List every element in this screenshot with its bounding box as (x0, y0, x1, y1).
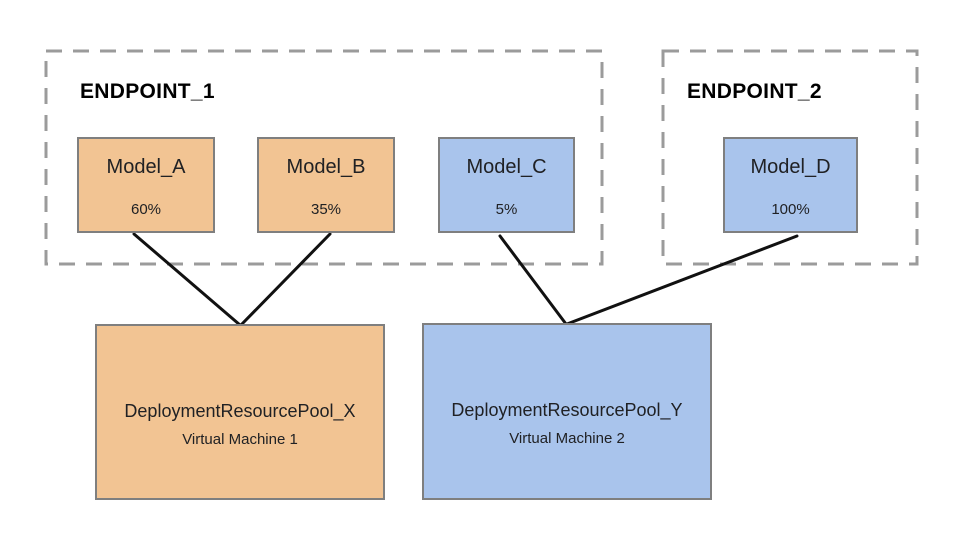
model-a-label: Model_A (106, 156, 186, 178)
endpoint-1-boundary (44, 49, 604, 266)
pool-y-label: DeploymentResourcePool_Y (451, 400, 683, 420)
pool-x-box: DeploymentResourcePool_X Virtual Machine… (95, 324, 385, 500)
pool-y-machine: Virtual Machine 2 (509, 430, 625, 447)
model-c-box: Model_C 5% (438, 137, 575, 233)
model-b-traffic-split: 35% (310, 201, 342, 218)
model-c-traffic-split: 5% (495, 201, 518, 218)
model-d-traffic-split: 100% (771, 201, 810, 218)
model-b-box: Model_B 35% (257, 137, 395, 233)
model-a-box: Model_A 60% (77, 137, 215, 233)
model-d-label: Model_D (750, 156, 831, 178)
endpoint-2-title: ENDPOINT_2 (687, 80, 822, 103)
pool-x-label: DeploymentResourcePool_X (124, 400, 356, 421)
model-d-box: Model_D 100% (723, 137, 858, 233)
endpoint-1-title: ENDPOINT_1 (80, 80, 215, 103)
edge-model-c-to-pool-y (498, 234, 568, 326)
endpoint-2-boundary (661, 49, 919, 266)
model-c-label: Model_C (466, 156, 547, 178)
pool-x-machine: Virtual Machine 1 (182, 430, 298, 448)
model-b-label: Model_B (286, 156, 366, 178)
pool-y-box: DeploymentResourcePool_Y Virtual Machine… (422, 323, 712, 500)
model-a-traffic-split: 60% (130, 201, 162, 218)
edge-model-b-to-pool-x (239, 232, 332, 327)
edge-model-d-to-pool-y (565, 234, 799, 326)
edge-model-a-to-pool-x (132, 232, 242, 327)
